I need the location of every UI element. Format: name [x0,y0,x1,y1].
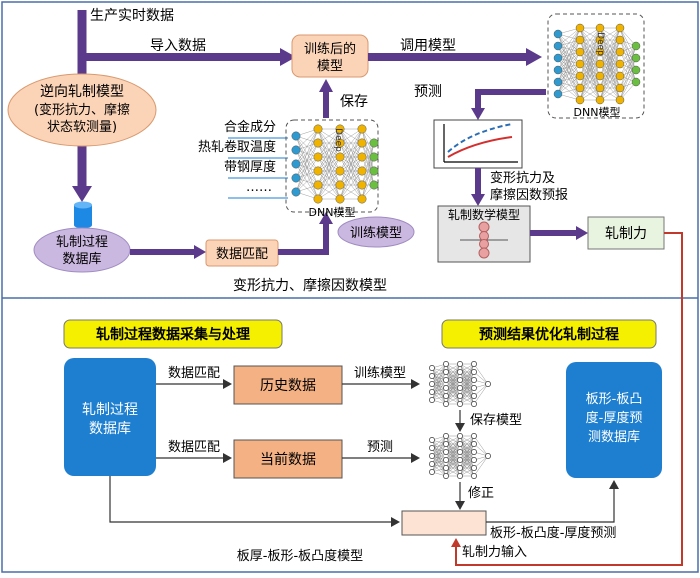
import-data-label: 导入数据 [150,38,206,54]
thickness-model-box [401,510,487,536]
db-to-model-line [109,476,400,527]
main-flow-arrowhead [72,186,92,202]
rolling-force-box [587,216,665,250]
dnn-center-frame [285,119,379,213]
history-data-box [233,365,343,405]
dnn-center-network: Deep [291,124,379,204]
shape-db-line2: 度-厚度预 [586,410,643,426]
header-left-box [63,319,283,349]
bottom-predict-label: 预测 [367,440,393,455]
shape-db-box [566,362,662,478]
nn-predict-icon [429,433,491,479]
history-data-label: 历史数据 [260,378,316,394]
data-match-label: 数据匹配 [216,247,268,262]
match-to-dnn-arrow [278,222,329,255]
nn-train-icon [429,361,491,407]
inverse-model-line2: (变形抗力、摩擦 [34,102,130,118]
dnn-center-label: DNN模型 [309,205,356,219]
train-model-label: 训练模型 [350,226,402,241]
forecast-line1: 变形抗力及 [490,170,555,186]
data-match-history-label: 数据匹配 [168,366,220,381]
call-model-label: 调用模型 [400,38,456,54]
rolling-db-line2: 数据库 [62,251,101,267]
deformation-model-label: 变形抗力、摩擦因数模型 [233,277,387,294]
header-right-box [441,319,657,349]
production-data-label: 生产实时数据 [90,8,174,24]
thickness-model-label: 板厚-板形-板凸度模型 [237,548,363,564]
dnn-right-frame [547,13,645,119]
rolling-db-line1: 轧制过程 [56,235,108,250]
save-model-label: 保存模型 [470,413,522,428]
rolling-force-feedback-line [451,232,683,566]
shape-prediction-label: 板形-板凸度-厚度预测 [490,525,616,541]
forecast-curve-chart [433,119,523,169]
rolling-force-label: 轧制力 [605,226,647,242]
forecast-line2: 摩擦因数预报 [490,187,568,203]
rolling-math-model-label: 轧制数学模型 [448,207,520,222]
feature-4: …… [246,180,272,195]
svg-text:Deep: Deep [333,128,343,152]
feature-2: 热轧卷取温度 [198,139,276,155]
trained-model-line1: 训练后的 [304,41,356,57]
feature-1: 合金成分 [224,119,276,135]
current-data-label: 当前数据 [260,451,316,468]
header-left-label: 轧制过程数据采集与处理 [96,326,250,343]
save-label: 保存 [340,94,368,110]
rolling-db-box [64,358,156,476]
header-right-label: 预测结果优化轧制过程 [479,326,619,343]
dnn-right-label: DNN模型 [574,105,621,119]
predict-label: 预测 [414,84,442,100]
rolling-force-input-label: 轧制力输入 [462,544,527,560]
train-model-ellipse [337,216,415,248]
inverse-model-line1: 逆向轧制模型 [40,84,124,100]
feature-3: 带钢厚度 [224,159,276,175]
model-to-output-line [486,480,619,523]
current-data-box [233,439,343,479]
rolling-db-box-line1: 轧制过程 [82,402,138,418]
roller-icon [460,221,508,259]
inverse-model-ellipse [7,73,157,147]
data-match-current-label: 数据匹配 [168,440,220,455]
shape-db-line3: 测数据库 [588,429,640,445]
predict-arrow [475,89,546,110]
inverse-model-line3: 状态软测量) [47,120,117,135]
bottom-train-model-label: 训练模型 [354,366,406,381]
database-icon [74,201,92,229]
correct-label: 修正 [468,486,494,501]
shape-db-line1: 板形-板凸 [586,392,643,407]
svg-text:Deep: Deep [595,32,605,56]
dnn-right-network: Deep [553,23,641,105]
rolling-db-box-line2: 数据库 [89,421,131,437]
trained-model-line2: 模型 [317,59,343,74]
